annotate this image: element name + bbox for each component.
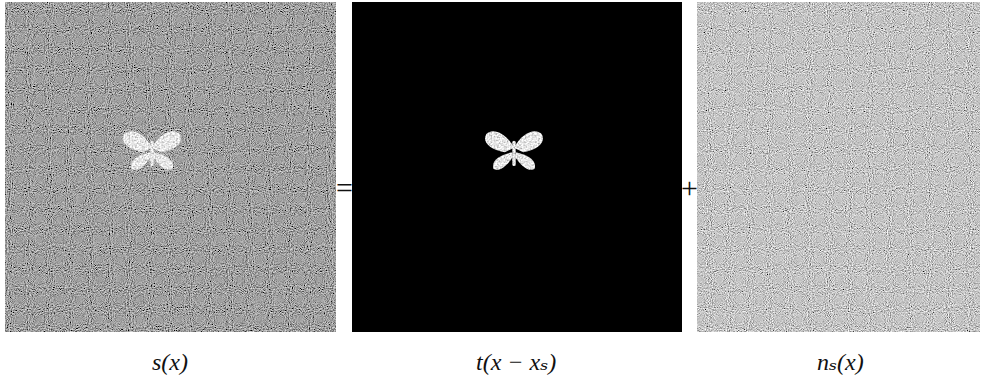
noise-texture (697, 2, 980, 332)
noisy-panel (5, 2, 336, 332)
plus-sign: + (681, 173, 698, 203)
noise-label: nₛ(x) (817, 350, 864, 374)
target-panel (352, 2, 682, 332)
butterfly (485, 131, 543, 170)
noise-texture (5, 2, 336, 332)
signal-label: s(x) (152, 350, 188, 374)
noise-panel (697, 2, 980, 332)
target-label: t(x − xₛ) (476, 350, 556, 374)
butterfly (123, 131, 181, 170)
equals-sign: = (336, 173, 353, 203)
